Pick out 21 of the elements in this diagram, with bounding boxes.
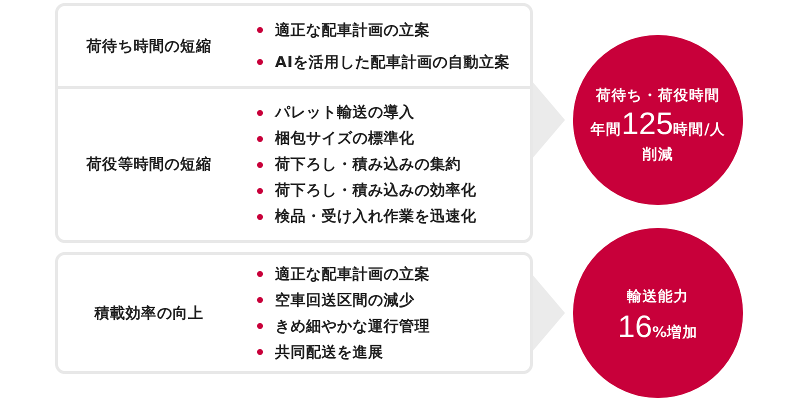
row-heading: 荷待ち時間の短縮 (86, 36, 212, 56)
bullet-text: きめ細やかな運行管理 (275, 316, 430, 336)
bullet-text: 空車回送区間の減少 (275, 290, 414, 310)
circle-text: 荷待ち・荷役時間 (596, 86, 720, 106)
card-background (55, 252, 533, 374)
bullet-text: 適正な配車計画の立案 (275, 264, 430, 284)
circle-text: 削減 (642, 146, 674, 165)
row-heading: 荷役等時間の短縮 (86, 155, 212, 174)
row-heading: 積載効率の向上 (93, 304, 205, 322)
bullet-text: 適正な配車計画の立案 (275, 20, 430, 40)
bullet-text: パレット輸送の導入 (275, 103, 414, 122)
bullet-text: 共同配送を進展 (275, 342, 384, 362)
circle-text: 16%増加 (618, 309, 698, 345)
circle-text: 年間125時間/人 (590, 108, 726, 140)
bullet-text: AIを活用した配車計画の自動立案 (275, 52, 510, 72)
bullet-text: 荷下ろし・積み込みの効率化 (275, 181, 476, 200)
bullet-text: 荷下ろし・積み込みの集約 (275, 155, 461, 174)
bullet-text: 梱包サイズの標準化 (275, 129, 414, 148)
bullet-text: 検品・受け入れ作業を迅速化 (275, 207, 476, 226)
panel-background (55, 3, 533, 243)
circle-text: 輸送能力 (627, 288, 689, 307)
